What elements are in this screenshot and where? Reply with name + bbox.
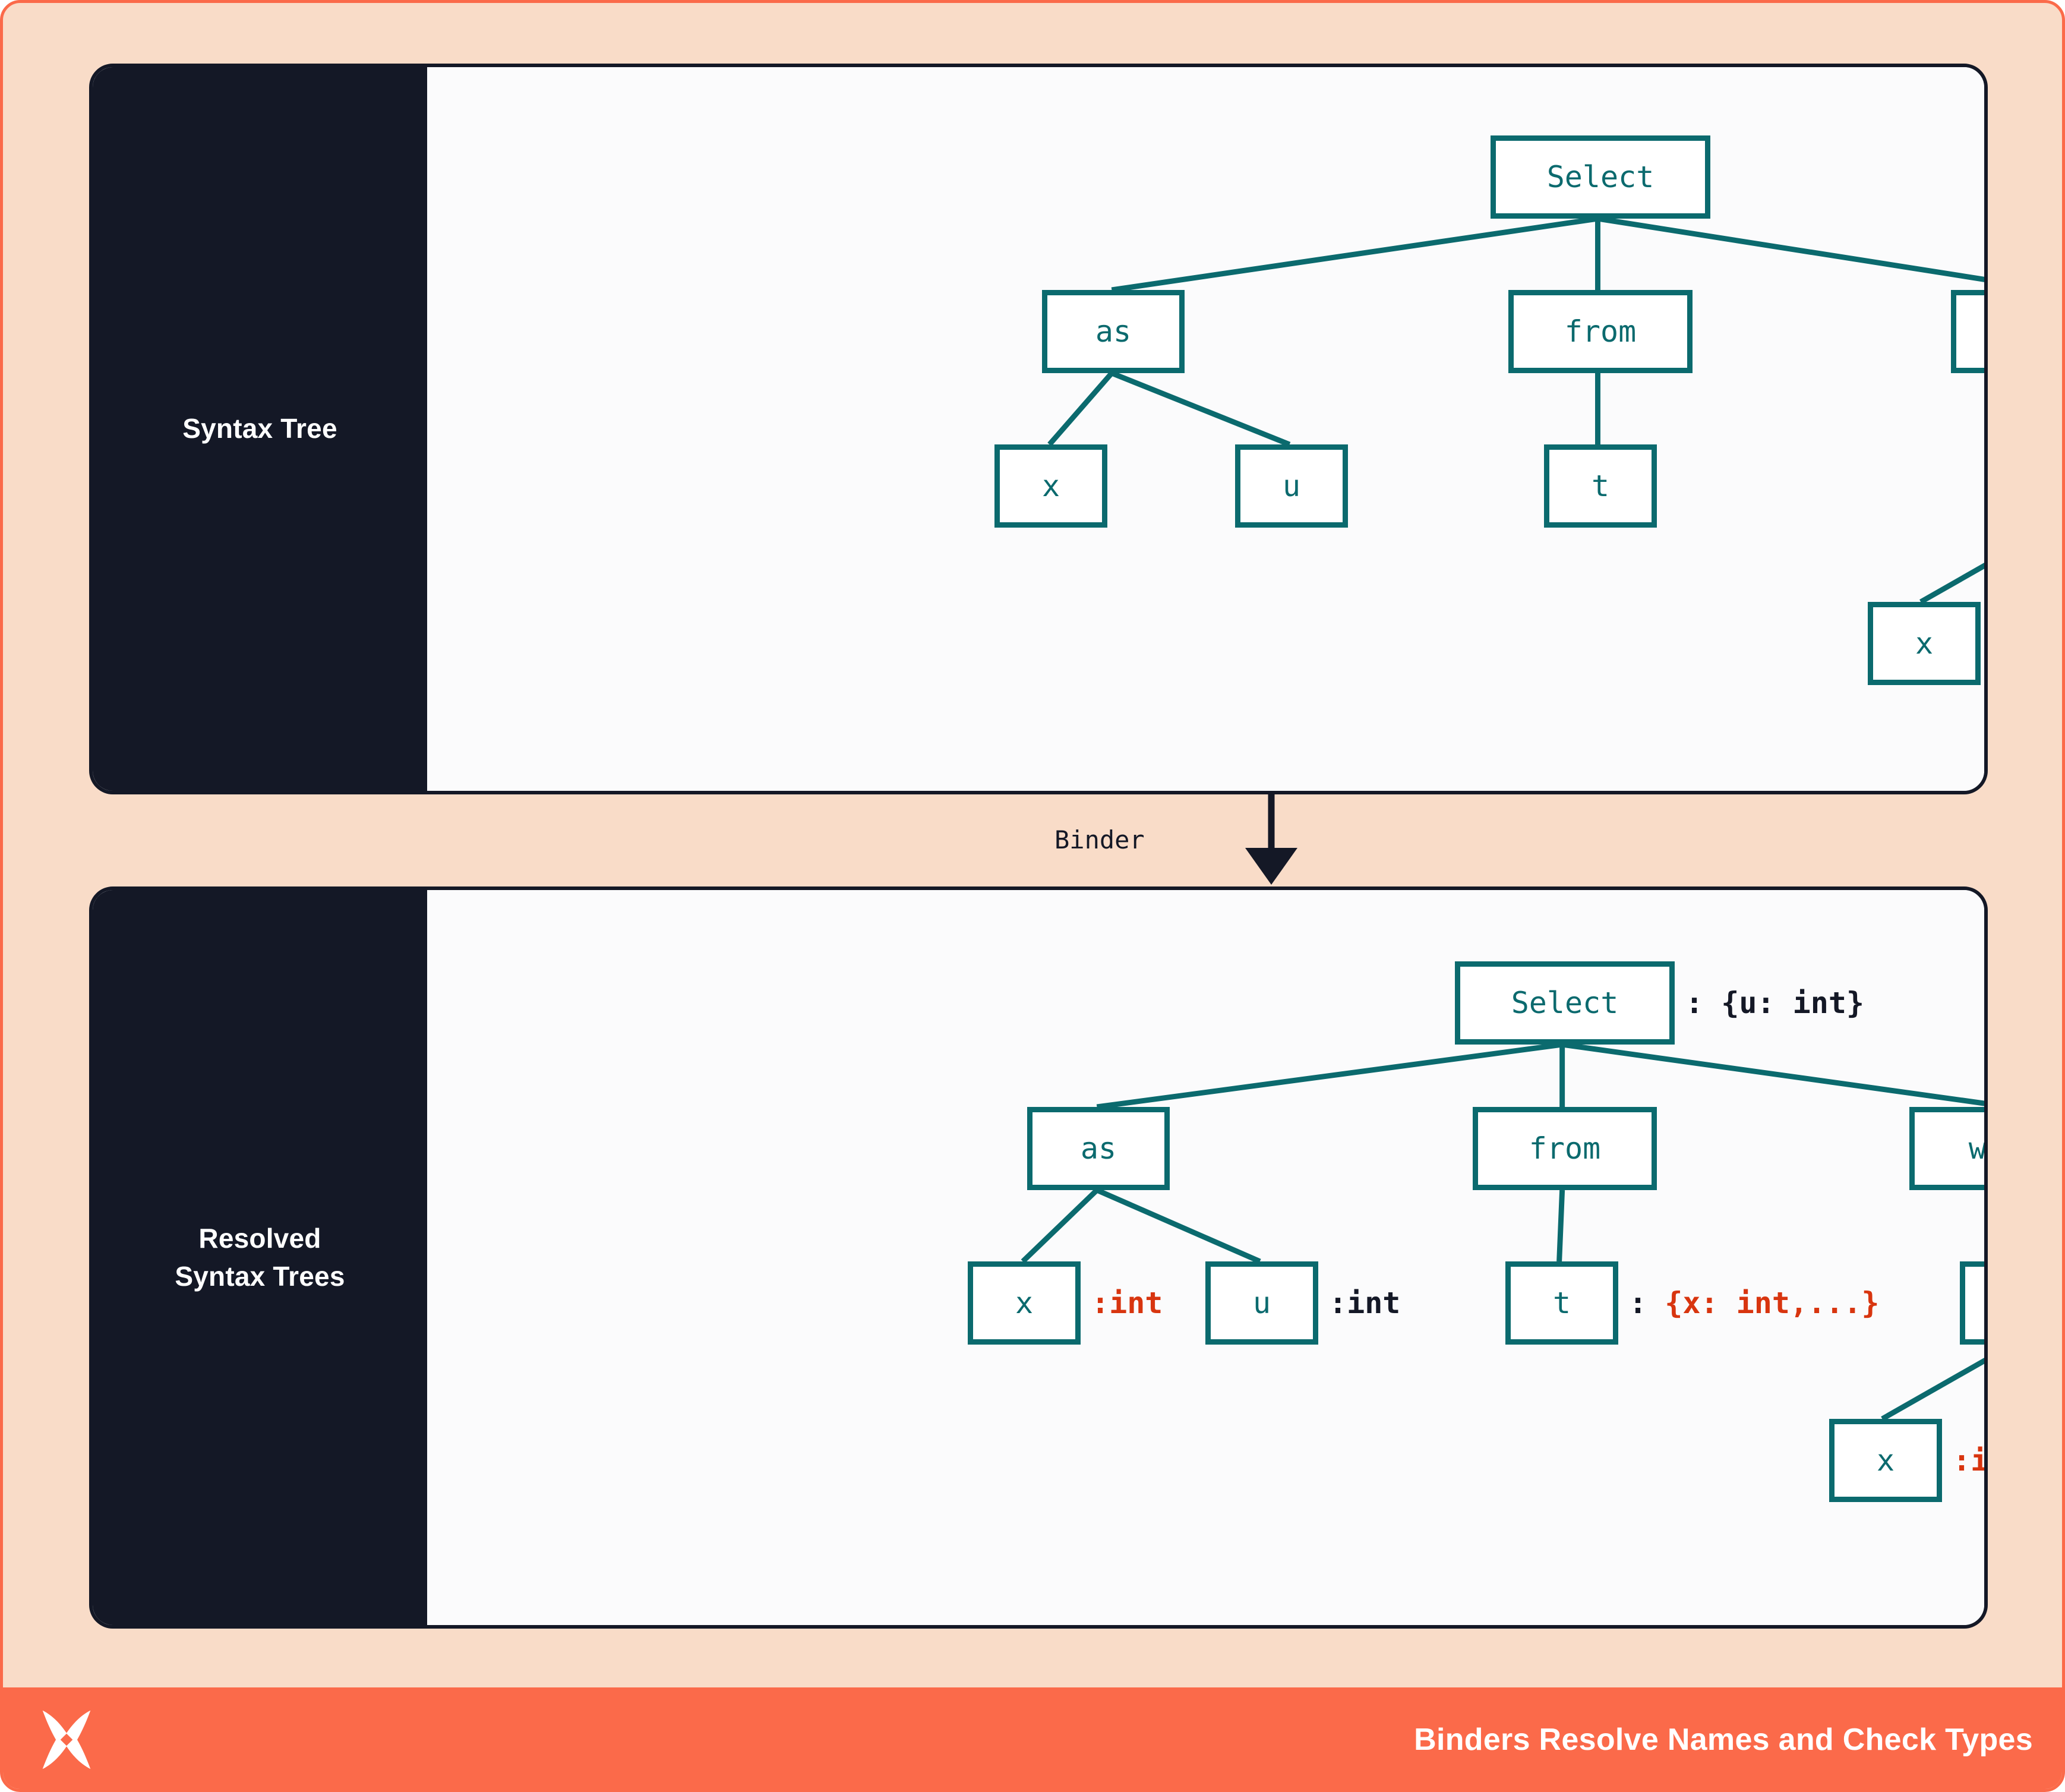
type-annotation-value: {u: int} [1721, 986, 1865, 1020]
tree-node-label: from [1529, 1131, 1601, 1166]
panel-resolved-syntax-trees: Resolved Syntax Trees Select: {u: int}as… [89, 886, 1988, 1629]
tree-node-x2[interactable]: x [1829, 1419, 1942, 1502]
type-annotation-t1: : {x: int,...} [1629, 1288, 1879, 1318]
tree-node-label: t [1591, 469, 1610, 503]
panel-syntax-tree: Syntax Tree Selectasfromwherexut>x0 [89, 64, 1988, 794]
type-annotation-x1: :int [1091, 1288, 1163, 1318]
tree-node-t1[interactable]: t [1544, 444, 1657, 528]
type-annotation-select: : {u: int} [1685, 988, 1864, 1018]
tree-node-where[interactable]: where [1909, 1107, 1987, 1190]
type-annotation-prefix: : [1629, 1286, 1665, 1320]
tree-edge [1556, 1190, 1565, 1262]
tree-node-label: u [1252, 1286, 1271, 1320]
tree-edge [1096, 1042, 1563, 1110]
tree-node-x1[interactable]: x [968, 1261, 1081, 1345]
type-annotation-u1: :int [1329, 1288, 1400, 1318]
tree-node-u1[interactable]: u [1205, 1261, 1318, 1345]
tree-node-select[interactable]: Select [1455, 961, 1675, 1045]
type-annotation-x2: :int [1953, 1443, 1988, 1478]
tree-node-x2[interactable]: x [1868, 602, 1981, 685]
tree-edge [1111, 216, 1599, 293]
resolved-syntax-tree-edges [1021, 1042, 1984, 1421]
syntax-tree-stage: Selectasfromwherexut>x0 [427, 67, 1984, 791]
tree-edge [1562, 1042, 1984, 1106]
tree-node-from[interactable]: from [1508, 290, 1693, 373]
tree-node-where[interactable]: where [1951, 290, 1984, 373]
panel-resolved-syntax-trees-sidebar: Resolved Syntax Trees [93, 890, 427, 1625]
panel-resolved-syntax-trees-label: Resolved Syntax Trees [175, 1220, 345, 1295]
footer-title: Binders Resolve Names and Check Types [1414, 1722, 2033, 1757]
tree-node-label: Select [1546, 160, 1654, 194]
type-annotation-value: :int [1953, 1443, 1988, 1478]
binder-arrow-icon [1245, 794, 1297, 885]
syntax-tree-edges [1047, 216, 1984, 604]
tree-node-label: u [1282, 469, 1301, 503]
tree-edge [1881, 1358, 1984, 1421]
x-butterfly-logo-icon [42, 1710, 91, 1769]
type-annotation-prefix: :int [1329, 1286, 1401, 1320]
type-annotation-value: {x: int,...} [1665, 1286, 1880, 1320]
tree-node-label: x [1915, 626, 1934, 661]
tree-node-label: t [1552, 1286, 1571, 1320]
panel-syntax-tree-label: Syntax Tree [182, 413, 337, 444]
tree-node-label: where [1968, 1131, 1987, 1166]
tree-node-u1[interactable]: u [1235, 444, 1348, 528]
type-annotation-prefix: : [1685, 986, 1722, 1020]
binder-connector: Binder [89, 794, 1988, 886]
tree-edge [1021, 1188, 1099, 1264]
tree-edge [1110, 370, 1291, 447]
tree-node-label: x [1876, 1443, 1895, 1478]
tree-edge [1047, 371, 1114, 446]
panel-syntax-tree-sidebar: Syntax Tree [93, 67, 427, 791]
tree-node-x1[interactable]: x [994, 444, 1107, 528]
tree-node-gt[interactable]: > [1960, 1261, 1984, 1345]
tree-node-label: x [1041, 469, 1060, 503]
tree-node-t1[interactable]: t [1505, 1261, 1618, 1345]
tree-edge [1597, 216, 1984, 282]
tree-node-label: Select [1511, 986, 1619, 1020]
tree-node-from[interactable]: from [1473, 1107, 1657, 1190]
footer-bar: Binders Resolve Names and Check Types [3, 1687, 2062, 1789]
type-annotation-value: :int [1091, 1286, 1163, 1320]
panel-resolved-label-line-2: Syntax Trees [175, 1260, 345, 1292]
tree-node-as[interactable]: as [1042, 290, 1185, 373]
tree-edge [1919, 563, 1984, 604]
tree-node-select[interactable]: Select [1491, 135, 1710, 219]
tree-node-label: from [1564, 314, 1637, 349]
panel-resolved-label-line-1: Resolved [198, 1223, 321, 1254]
tree-edge [1095, 1187, 1261, 1264]
resolved-syntax-tree-stage: Select: {u: int}asfromwherex:intu:intt: … [427, 890, 1984, 1625]
tree-node-label: x [1015, 1286, 1034, 1320]
tree-node-as[interactable]: as [1027, 1107, 1170, 1190]
tree-node-label: as [1080, 1131, 1117, 1166]
tree-node-label: as [1095, 314, 1132, 349]
binder-label: Binder [1054, 825, 1145, 854]
